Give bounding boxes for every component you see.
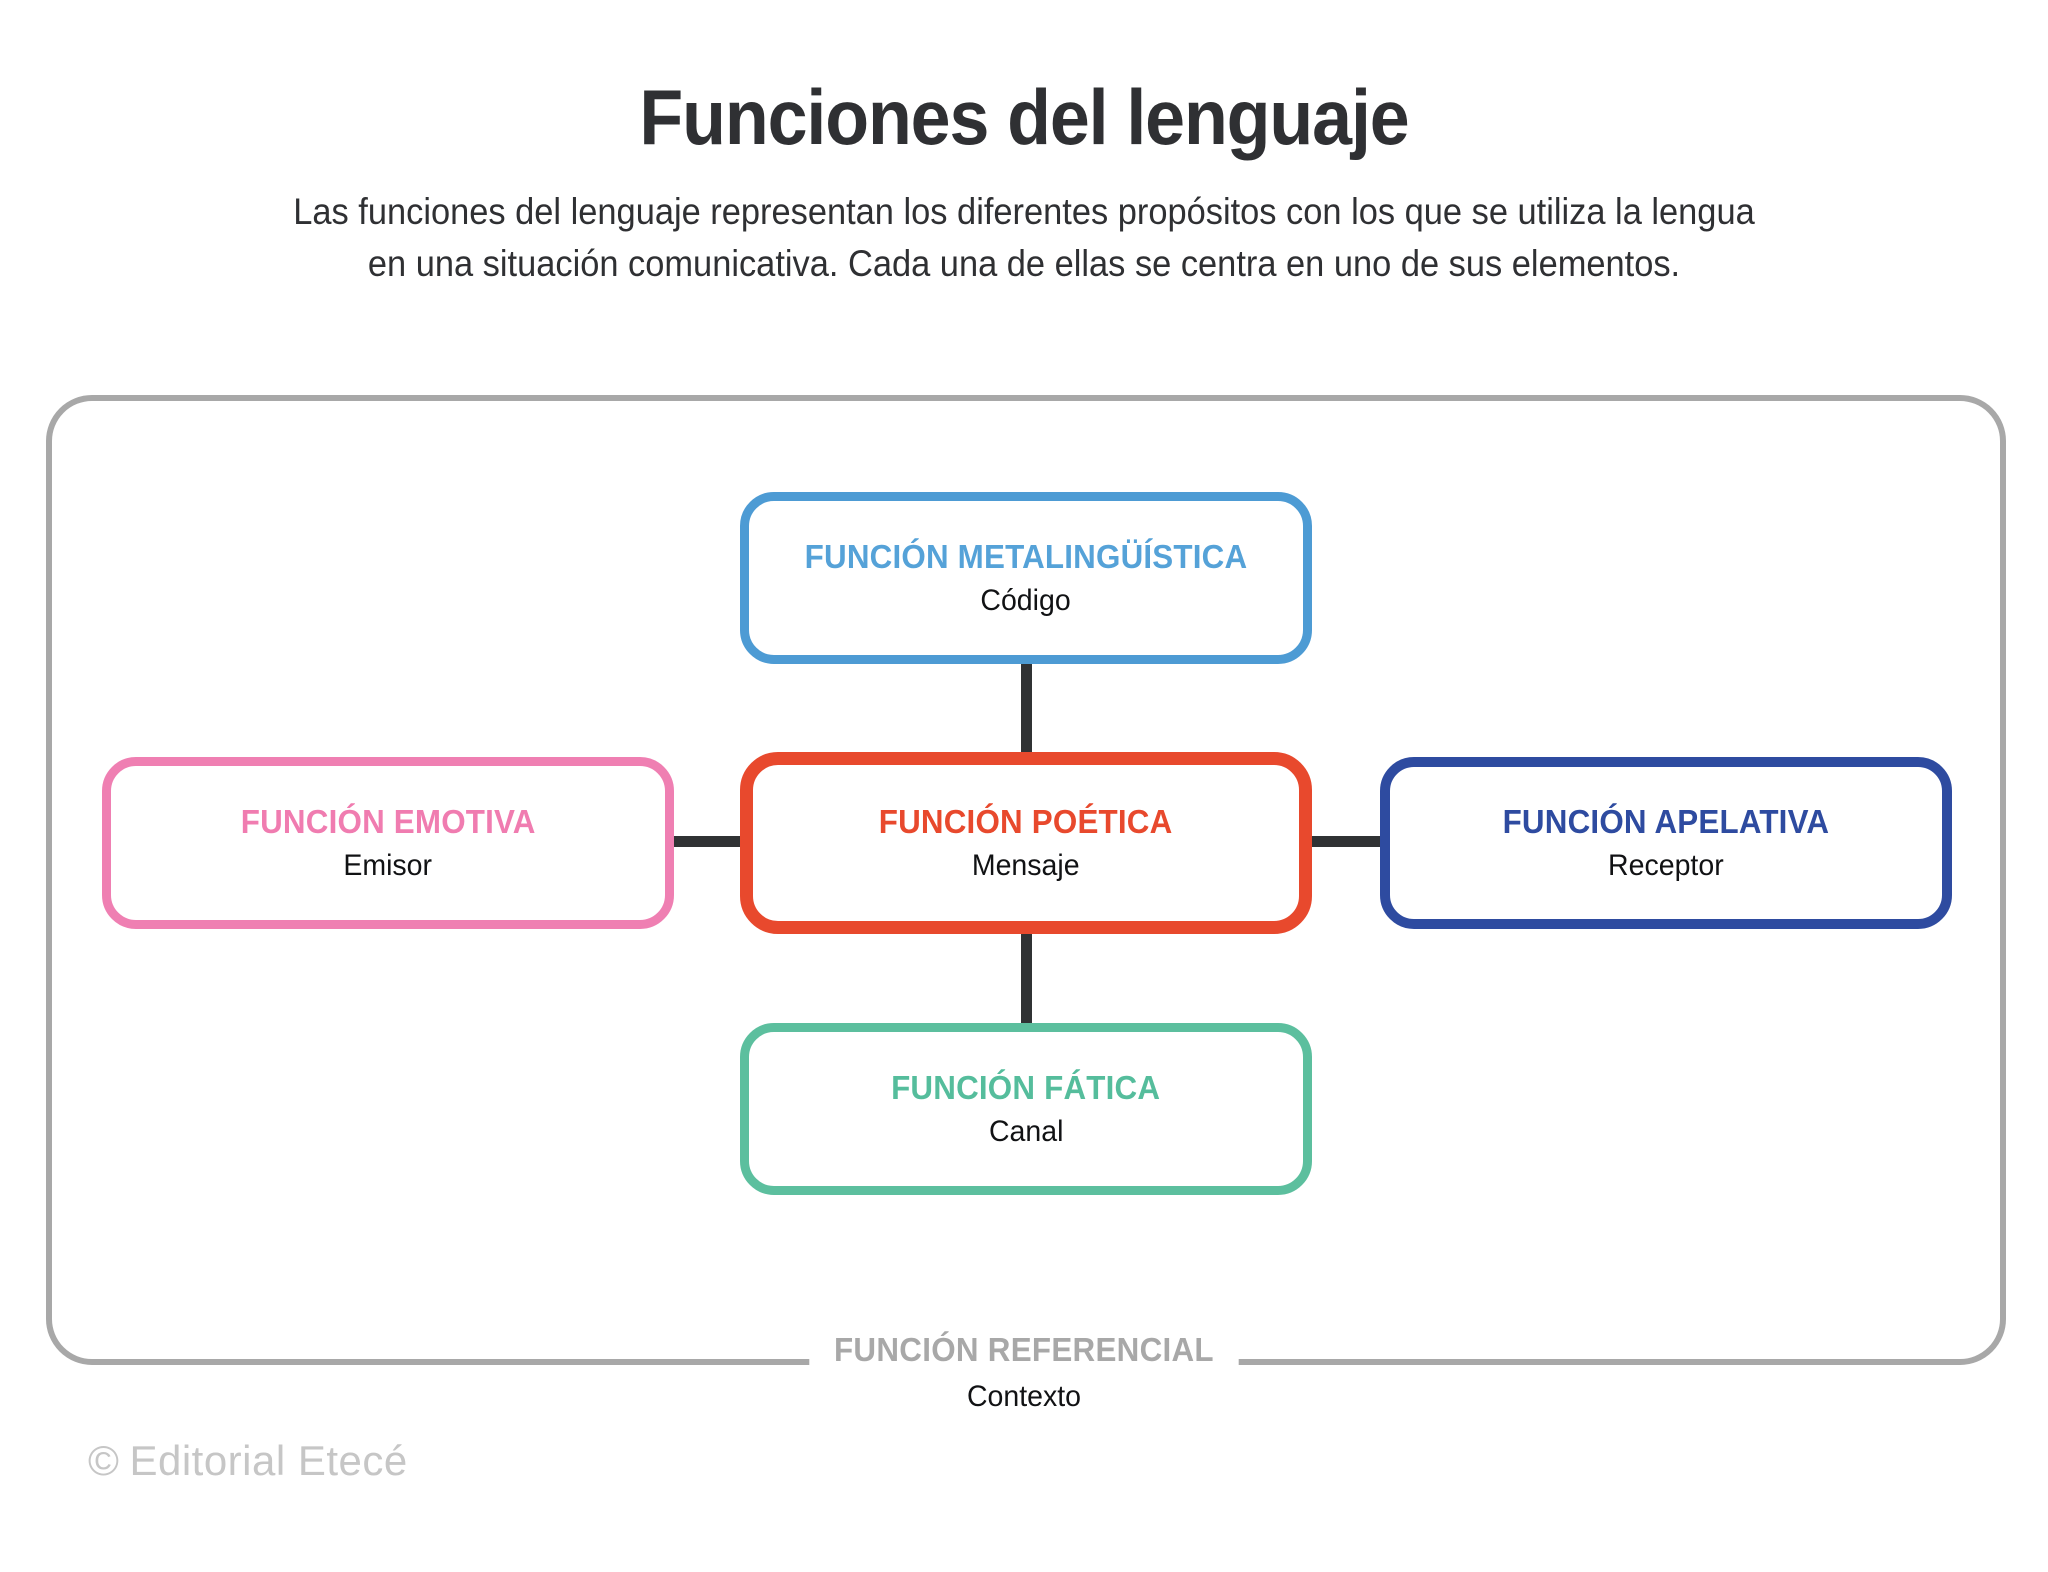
page-subtitle-line-2: en una situación comunicativa. Cada una …: [367, 243, 1681, 285]
node-title-metalinguistica: FUNCIÓN METALINGÜÍSTICA: [804, 538, 1248, 576]
node-title-emotiva: FUNCIÓN EMOTIVA: [240, 803, 536, 841]
watermark-credit: ©Editorial Etecé: [88, 1437, 408, 1485]
node-element-poetica: Mensaje: [972, 848, 1080, 882]
node-funcion-fatica[interactable]: FUNCIÓN FÁTICA Canal: [740, 1023, 1312, 1195]
connector-emotiva-to-poetica: [664, 836, 752, 847]
node-funcion-apelativa[interactable]: FUNCIÓN APELATIVA Receptor: [1380, 757, 1952, 929]
connector-poetica-to-fatica: [1021, 925, 1032, 1035]
node-funcion-poetica[interactable]: FUNCIÓN POÉTICA Mensaje: [740, 752, 1312, 934]
watermark-text: Editorial Etecé: [129, 1437, 408, 1484]
node-title-poetica: FUNCIÓN POÉTICA: [879, 803, 1173, 841]
node-title-apelativa: FUNCIÓN APELATIVA: [1502, 803, 1830, 841]
node-element-fatica: Canal: [988, 1114, 1064, 1148]
connector-metalinguistica-to-poetica: [1021, 655, 1032, 765]
connector-poetica-to-apelativa: [1301, 836, 1389, 847]
header: Funciones del lenguaje Las funciones del…: [0, 73, 2048, 291]
referential-element: Contexto: [966, 1379, 1082, 1413]
page-title: Funciones del lenguaje: [639, 73, 1409, 161]
node-element-emotiva: Emisor: [343, 848, 433, 882]
node-element-apelativa: Receptor: [1608, 848, 1724, 882]
node-title-fatica: FUNCIÓN FÁTICA: [891, 1069, 1161, 1107]
node-funcion-metalinguistica[interactable]: FUNCIÓN METALINGÜÍSTICA Código: [740, 492, 1312, 664]
node-funcion-emotiva[interactable]: FUNCIÓN EMOTIVA Emisor: [102, 757, 674, 929]
node-element-metalinguistica: Código: [980, 583, 1072, 617]
page-subtitle: Las funciones del lenguaje representan l…: [72, 186, 1977, 291]
copyright-icon: ©: [88, 1437, 120, 1484]
page-subtitle-line-1: Las funciones del lenguaje representan l…: [293, 190, 1755, 232]
